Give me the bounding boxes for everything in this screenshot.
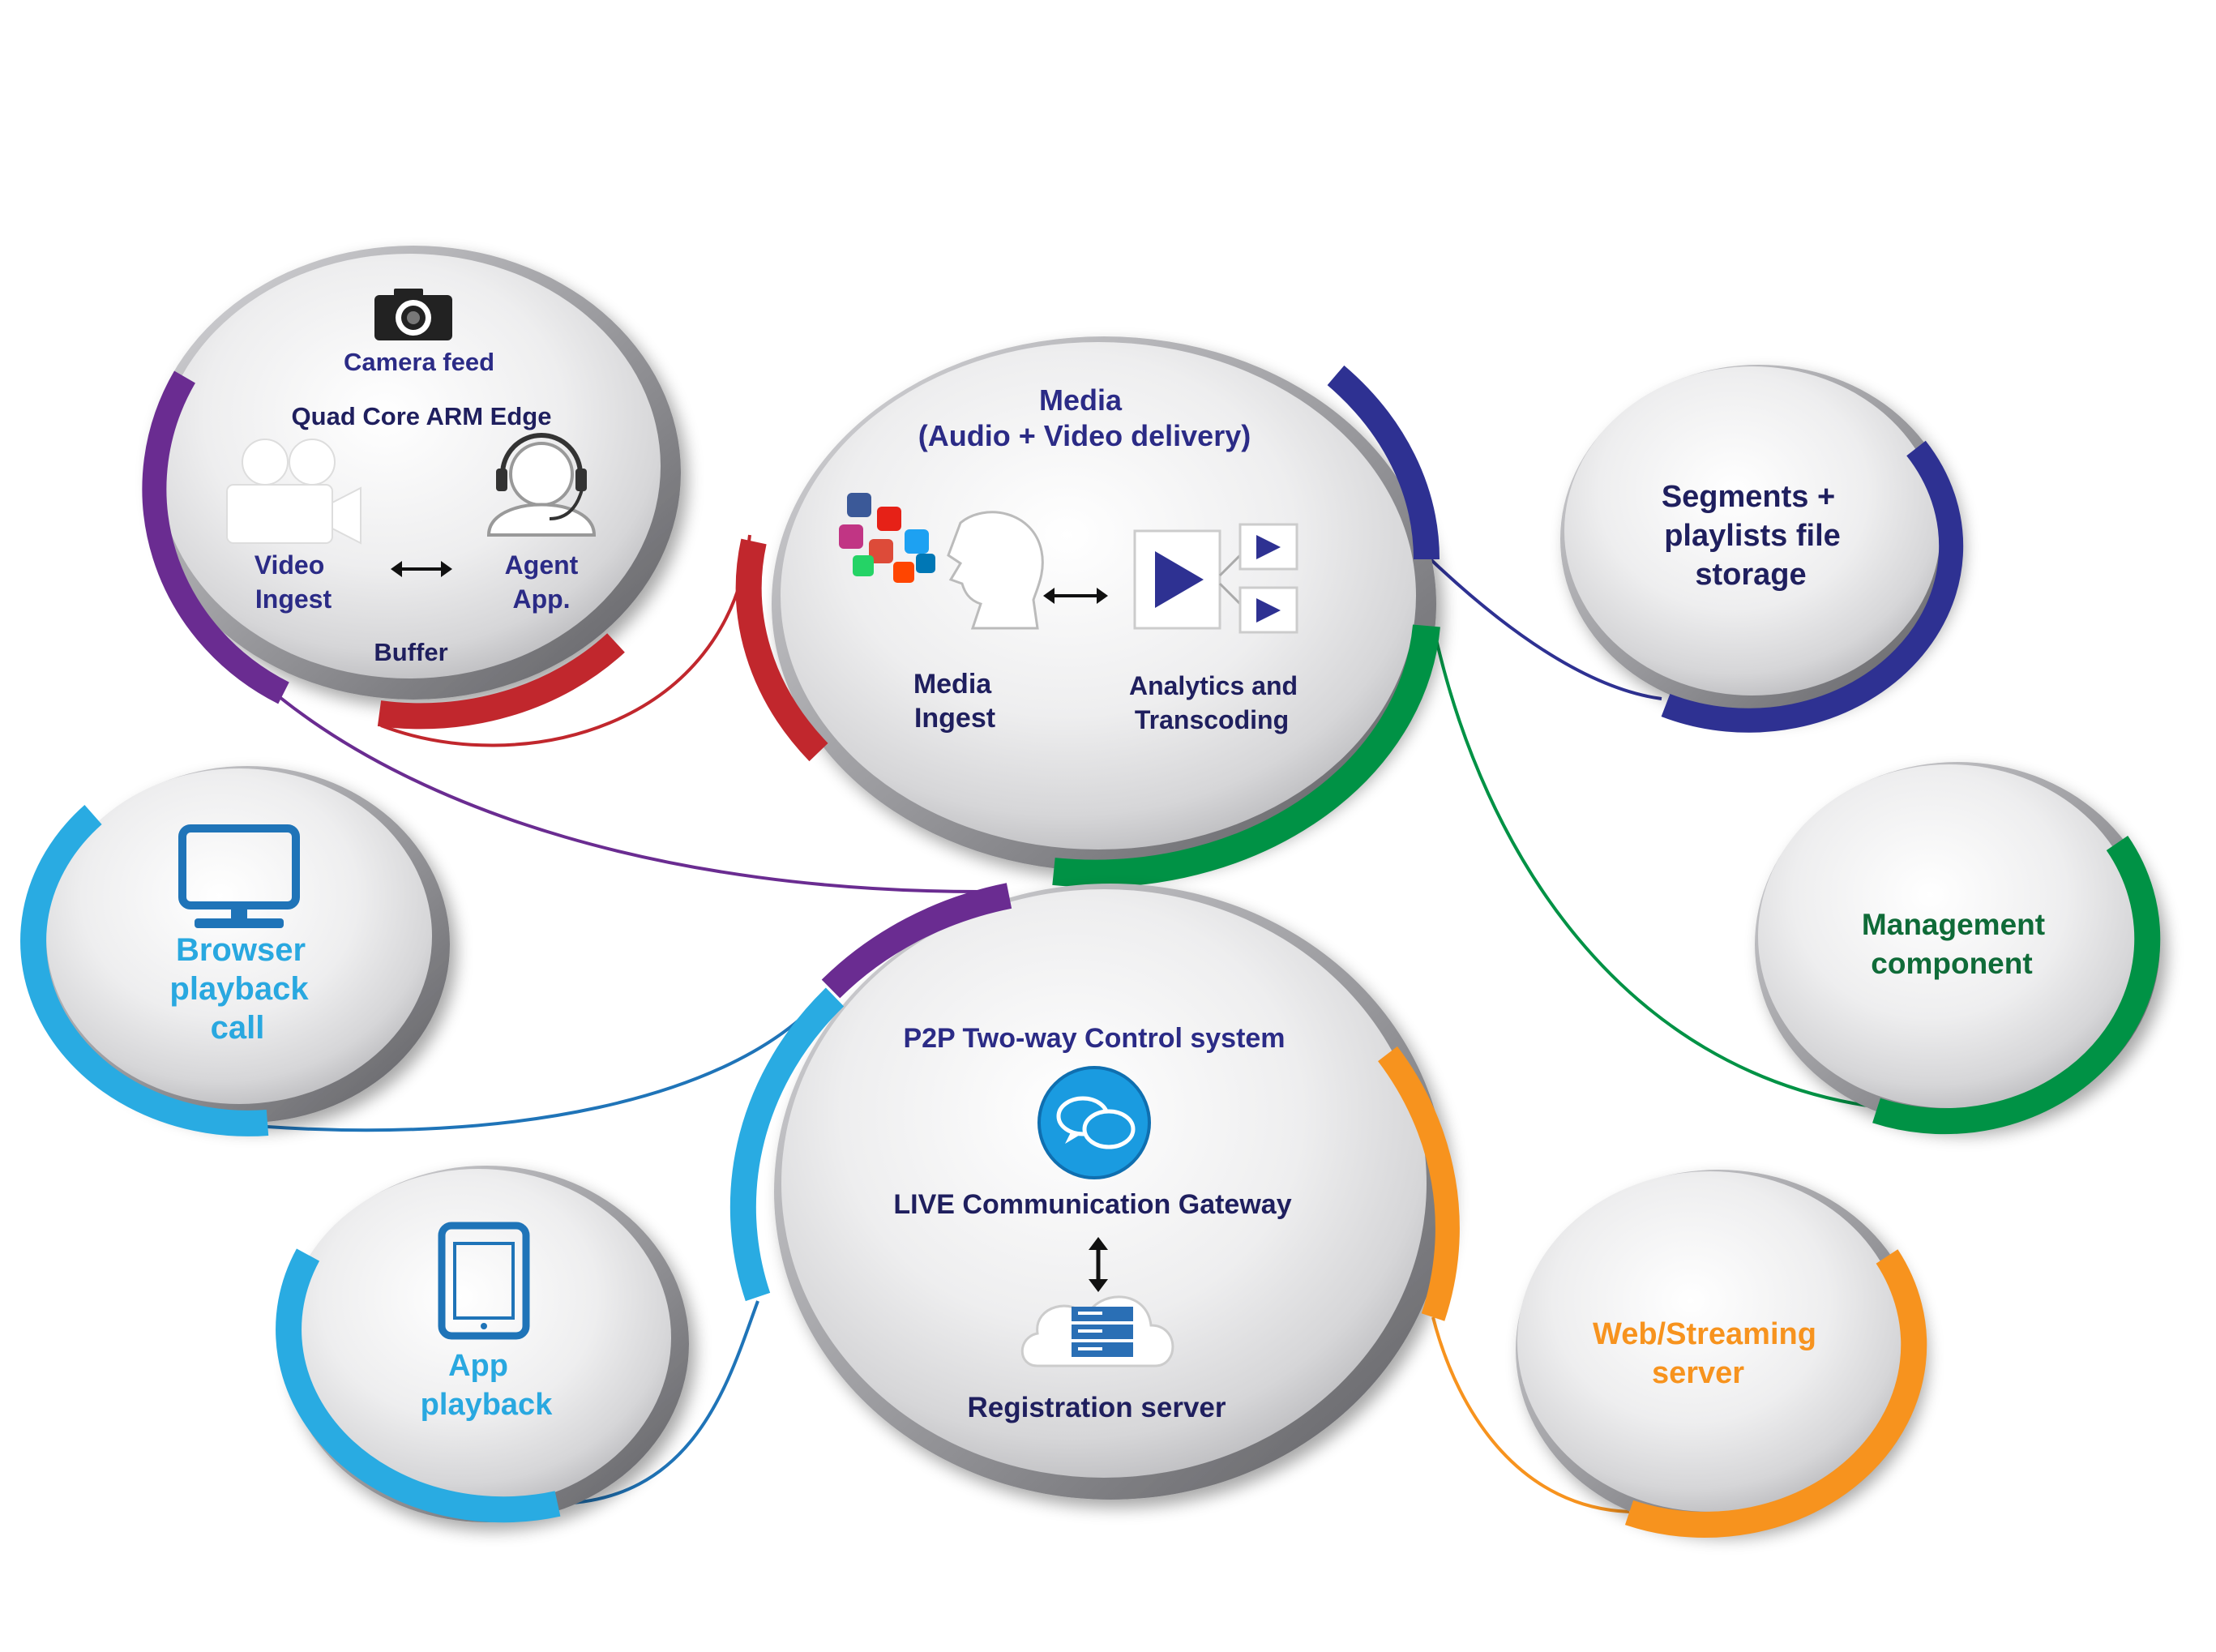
edge-red-arc	[377, 633, 625, 730]
control-title: P2P Two-way Control system	[903, 1023, 1285, 1054]
connectors	[267, 534, 1873, 1513]
agent-app-label-2: App.	[512, 584, 570, 614]
web-label-1: Web/Streaming	[1593, 1317, 1816, 1351]
app-blue-arc	[276, 1248, 561, 1523]
web-streaming-node: Web/Streaming server	[1516, 1170, 1927, 1538]
analytics-label-2: Transcoding	[1135, 705, 1289, 734]
media-title-2: (Audio + Video delivery)	[918, 419, 1251, 452]
play-transcode-icon	[1133, 523, 1298, 634]
edge-device-label: Quad Core ARM Edge	[292, 402, 552, 430]
app-label-2: playback	[421, 1388, 554, 1422]
management-green-arc	[1872, 835, 2161, 1135]
control-orange-arc	[1378, 1046, 1460, 1321]
control-blue-arc	[729, 987, 845, 1302]
camera-feed-label: Camera feed	[344, 348, 494, 376]
storage-navy-arc	[1661, 440, 1964, 733]
media-navy-arc	[1327, 365, 1440, 560]
app-label-1: App	[448, 1349, 508, 1383]
headset-agent-icon	[486, 433, 597, 537]
web-label-2: server	[1652, 1356, 1744, 1390]
video-camera-icon	[226, 439, 361, 545]
connector-edge-to-control	[278, 695, 982, 893]
media-green-arc	[1052, 624, 1440, 888]
web-orange-arc	[1624, 1249, 1927, 1538]
edge-purple-arc	[142, 370, 289, 704]
app-playback-node: App playback	[276, 1166, 689, 1523]
connector-media-to-storage	[1429, 558, 1662, 700]
tablet-icon	[438, 1222, 530, 1340]
connector-edge-to-media	[380, 534, 751, 747]
edge-device-node: Camera feed Quad Core ARM Edge Video Ing…	[142, 246, 681, 730]
buffer-label: Buffer	[374, 638, 447, 666]
vertical-arrow-icon	[1089, 1237, 1108, 1292]
gateway-label: LIVE Communication Gateway	[893, 1189, 1291, 1220]
browser-blue-arc	[20, 805, 269, 1136]
connector-media-to-management	[1433, 631, 1873, 1108]
monitor-icon	[178, 824, 300, 928]
camera-icon	[374, 289, 452, 340]
speaking-head-icon	[947, 511, 1044, 630]
storage-label-3: storage	[1695, 558, 1806, 592]
storage-label-1: Segments +	[1662, 480, 1835, 514]
bidirectional-arrow-icon	[1043, 588, 1108, 604]
storage-node: Segments + playlists file storage	[1560, 365, 1964, 733]
media-red-arc	[735, 538, 828, 762]
control-system-node: P2P Two-way Control system LIVE Communic…	[729, 883, 1460, 1500]
management-label-1: Management	[1862, 908, 2045, 941]
browser-label-3: call	[211, 1010, 265, 1046]
video-ingest-label-1: Video	[255, 550, 325, 580]
registration-server-label: Registration server	[967, 1392, 1226, 1423]
control-purple-arc	[821, 883, 1012, 999]
social-media-icons	[839, 493, 935, 583]
browser-label-1: Browser	[176, 932, 306, 968]
browser-playback-node: Browser playback call	[20, 766, 450, 1136]
browser-label-2: playback	[169, 971, 309, 1007]
management-label-2: component	[1871, 947, 2032, 980]
media-ingest-label-2: Ingest	[914, 703, 995, 734]
management-node: Management component	[1755, 762, 2161, 1135]
media-ingest-label-1: Media	[913, 669, 992, 700]
agent-app-label-1: Agent	[505, 550, 579, 580]
analytics-label-1: Analytics and	[1129, 671, 1298, 700]
connector-app-to-control	[558, 1300, 759, 1505]
media-node: Media (Audio + Video delivery)	[735, 336, 1440, 888]
video-ingest-label-2: Ingest	[255, 584, 332, 614]
storage-label-2: playlists file	[1664, 519, 1841, 553]
bidirectional-arrow-icon	[391, 561, 452, 577]
media-title-1: Media	[1039, 383, 1123, 417]
connector-control-to-web	[1431, 1316, 1630, 1513]
connector-browser-to-control	[267, 995, 824, 1132]
cloud-server-icon	[1020, 1295, 1174, 1367]
chat-bubbles-icon	[1037, 1066, 1151, 1179]
